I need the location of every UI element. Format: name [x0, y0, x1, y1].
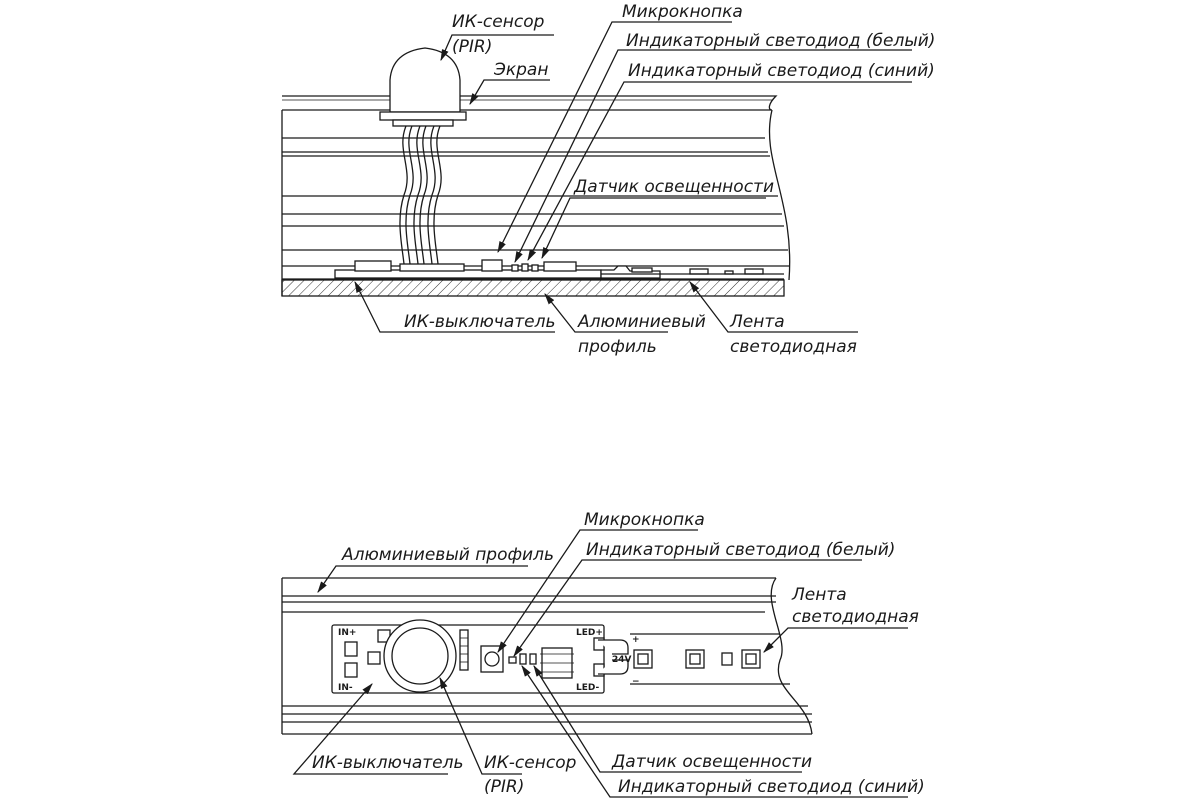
top-micro-button-label: Микрокнопка [622, 2, 743, 22]
top-ir-switch-label: ИК-выключатель [404, 312, 556, 332]
top-led-white-label: Индикаторный светодиод (белый) [626, 31, 935, 51]
bottom-ir-switch-label: ИК-выключатель [312, 753, 464, 773]
top-light-sensor-label: Датчик освещенности [573, 177, 774, 197]
top-section-view: ИК-сенсор (PIR) Экран Микрокнопка Индика… [281, 2, 935, 357]
top-led-blue-label: Индикаторный светодиод (синий) [628, 61, 935, 81]
bottom-led-white-label: Индикаторный светодиод (белый) [586, 540, 895, 560]
board-mark-in-minus: IN- [338, 683, 353, 693]
bottom-led-strip-sublabel: светодиодная [792, 607, 919, 627]
bottom-profile-label: Алюминиевый профиль [341, 545, 554, 565]
top-led-strip-label: Лента [729, 312, 785, 332]
bottom-led-blue-label: Индикаторный светодиод (синий) [618, 777, 925, 797]
bottom-micro-button-label: Микрокнопка [584, 510, 705, 530]
top-profile-label: Алюминиевый [577, 312, 706, 332]
top-screen-label: Экран [493, 60, 548, 80]
bottom-light-sensor-label: Датчик освещенности [611, 752, 812, 772]
board-mark-in-plus: IN+ [338, 628, 356, 638]
board-mark-voltage: 24V [612, 655, 632, 665]
board-mark-led-minus: LED- [576, 683, 600, 693]
board-mark-plus: + [632, 635, 640, 645]
top-ir-sensor-sublabel: (PIR) [452, 37, 492, 57]
bottom-ir-sensor-sublabel: (PIR) [484, 777, 524, 797]
top-profile-sublabel: профиль [578, 337, 657, 357]
bottom-ir-sensor-label: ИК-сенсор [484, 753, 577, 773]
board-mark-led-plus: LED+ [576, 628, 603, 638]
bottom-plan-view: IN+ IN- LED+ LED- + − 24V Алюминиевый пр… [281, 510, 925, 798]
board-mark-minus: − [632, 677, 640, 687]
bottom-led-strip-label: Лента [791, 585, 847, 605]
top-led-strip-sublabel: светодиодная [730, 337, 857, 357]
top-ir-sensor-label: ИК-сенсор [452, 12, 545, 32]
